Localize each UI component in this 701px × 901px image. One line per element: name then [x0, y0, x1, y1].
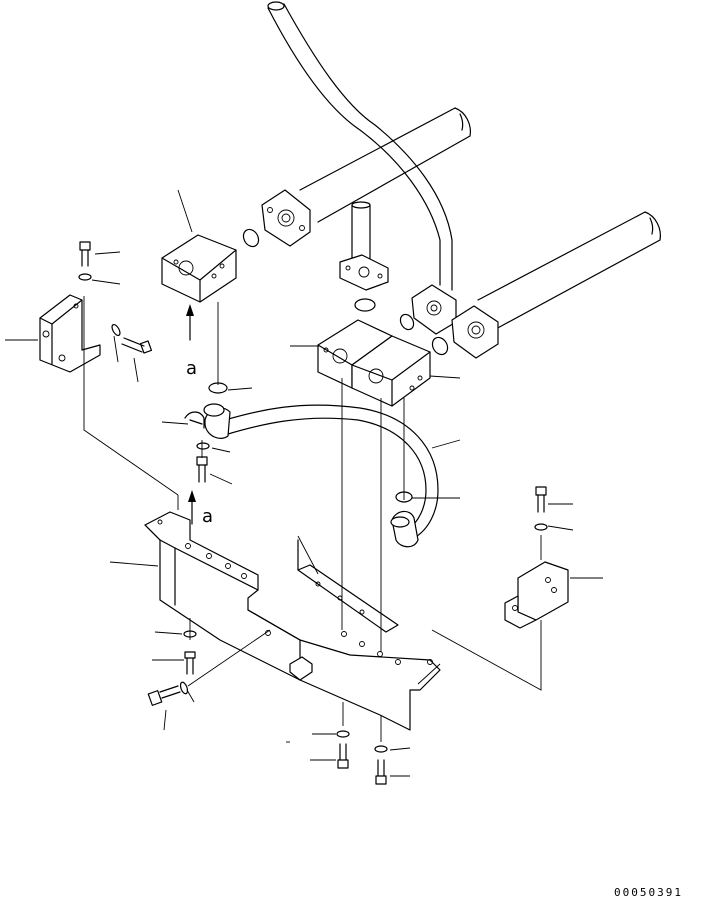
arrow-upper: [186, 304, 194, 341]
horizontal-tube-left: [299, 107, 471, 223]
o-rings: [196, 228, 449, 503]
vertical-pipe-center: [351, 201, 371, 263]
main-frame-beam: [144, 511, 441, 731]
reinforcement-plate: [297, 539, 399, 633]
bolt-top-left: [78, 241, 92, 281]
bolt-right: [534, 486, 548, 531]
upper-bent-tube: [267, 1, 453, 291]
bracket-right: [504, 561, 569, 629]
bracket-left: [39, 294, 101, 373]
hydraulic-hose: [203, 403, 439, 548]
flange-right-upper: [411, 284, 457, 335]
flange-center: [339, 254, 389, 291]
view-mark-upper: a: [186, 358, 197, 379]
drawing-code: 00050391: [614, 886, 683, 899]
assembly-lines: [83, 296, 542, 742]
horizontal-tube-right: [477, 211, 661, 331]
valve-block-left: [161, 234, 237, 303]
leader-lines: [5, 189, 603, 777]
bolt-bottom-right: [374, 745, 388, 785]
bolt-bottom-center: [336, 730, 350, 769]
bolt-small-left: [111, 323, 153, 354]
flange-upper-left: [261, 189, 311, 247]
bolt-center-upper: [196, 456, 208, 483]
arrow-lower: [188, 490, 196, 525]
view-mark-lower: a: [202, 506, 213, 527]
bolt-lower-left-angled: [147, 681, 189, 706]
flange-right-lower: [451, 305, 499, 359]
hose-clip: [184, 411, 205, 429]
valve-block-double: [317, 319, 431, 407]
